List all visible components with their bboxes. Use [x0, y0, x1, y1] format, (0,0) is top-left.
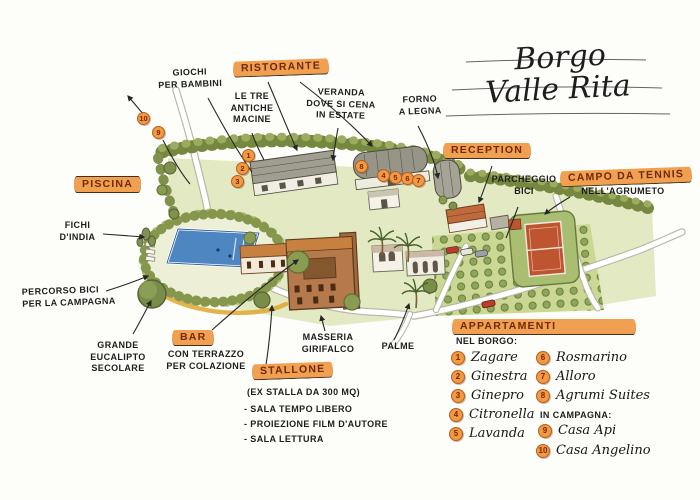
label-stallone-item-3: - SALA LETTURA: [244, 434, 324, 444]
legend-num-3: 3: [451, 388, 465, 403]
label-grande-eucalipto: GRANDE EUCALIPTO SECOLARE: [90, 340, 146, 374]
label-reception: RECEPTION: [443, 143, 532, 159]
label-parcheggio-bici: PARCHEGGIO BICI: [491, 174, 557, 196]
legend-num-9: 9: [538, 423, 552, 438]
legend-num-10: 10: [536, 443, 550, 458]
label-giochi-per-bambini: GIOCHI PER BAMBINI: [158, 66, 223, 90]
label-fichi-d-india: FICHI D'INDIA: [59, 220, 96, 242]
legend-num-1: 1: [451, 350, 465, 365]
legend-num-8: 8: [536, 388, 550, 403]
label-stallone-item-1: - SALA TEMPO LIBERO: [244, 404, 353, 414]
map-marker-4: 4: [377, 169, 390, 182]
label-piscina: PISCINA: [74, 176, 141, 193]
label-palme: PALME: [381, 341, 415, 351]
map-marker-2: 2: [236, 162, 249, 175]
label-appartamenti: APPARTAMENTI: [452, 319, 636, 335]
label-le-tre-antiche-macine: LE TRE ANTICHE MACINE: [230, 91, 274, 125]
legend-num-7: 7: [536, 369, 550, 384]
label-ristorante: RISTORANTE: [232, 58, 330, 78]
legend-item-zagare: 1 Zagare: [451, 350, 518, 365]
label-masseria-girifalco: MASSERIA GIRIFALCO: [301, 332, 355, 354]
map-marker-8: 8: [355, 160, 368, 173]
legend-item-ginepro: 3 Ginepro: [451, 388, 524, 403]
legend-item-rosmarino: 6 Rosmarino: [536, 350, 627, 365]
legend-num-4: 4: [449, 407, 463, 422]
label-veranda: VERANDA DOVE SI CENA IN ESTATE: [306, 86, 376, 122]
legend-item-agrumi-suites: 8 Agrumi Suites: [536, 388, 650, 403]
legend-item-casa-api: 9 Casa Api: [538, 423, 616, 438]
map-marker-1: 1: [242, 149, 255, 162]
label-bar-sub: CON TERRAZZO PER COLAZIONE: [166, 349, 246, 371]
label-nell-agrumeto: NELL'AGRUMETO: [581, 186, 665, 196]
label-stallone-sub: (EX STALLA DA 300 MQ): [247, 387, 361, 397]
map-marker-3: 3: [231, 175, 244, 188]
label-forno-a-legna: FORNO A LEGNA: [398, 93, 442, 117]
legend-group-nel-borgo: NEL BORGO:: [456, 336, 518, 346]
label-percorso-bici: PERCORSO BICI PER LA CAMPAGNA: [21, 284, 116, 309]
legend-group-in-campagna: IN CAMPAGNA:: [540, 410, 612, 420]
label-bar: BAR: [172, 330, 215, 346]
map-marker-7: 7: [412, 174, 425, 187]
label-stallone-item-2: - PROIEZIONE FILM D'AUTORE: [244, 419, 388, 429]
legend-item-casa-angelino: 10 Casa Angelino: [536, 443, 651, 458]
label-stallone: STALLONE: [251, 361, 334, 381]
legend-num-6: 6: [536, 350, 550, 365]
legend-item-lavanda: 5 Lavanda: [449, 426, 525, 441]
legend-item-ginestra: 2 Ginestra: [451, 369, 527, 384]
legend-num-2: 2: [451, 369, 465, 384]
map-marker-9: 9: [152, 126, 165, 139]
legend-item-citronella: 4 Citronella: [449, 407, 535, 422]
legend-num-5: 5: [449, 426, 463, 441]
legend-item-alloro: 7 Alloro: [536, 369, 596, 384]
map-marker-10: 10: [137, 112, 150, 125]
